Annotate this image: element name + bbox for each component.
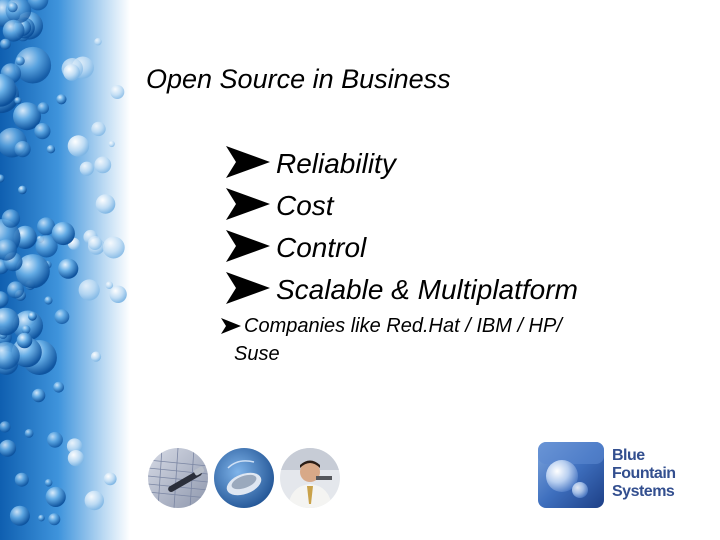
businessman-icon (280, 448, 340, 508)
bubble (0, 174, 5, 183)
bubble (35, 235, 58, 258)
bubble (110, 85, 125, 99)
bubble (15, 254, 50, 289)
bubble (37, 217, 56, 236)
bullet-list: Reliability Cost Control Scalable & Mult… (224, 138, 578, 306)
bubble (108, 140, 115, 148)
bubble-decoration (0, 0, 130, 540)
bubble (0, 239, 17, 261)
bubble (7, 2, 18, 13)
small-arrow-bullet-icon (221, 318, 241, 334)
logo-line-3: Systems (612, 483, 675, 500)
bubble (79, 161, 94, 176)
photo-row (148, 448, 340, 508)
bubble (91, 121, 106, 137)
logo-line-1: Blue (612, 447, 645, 464)
bubble (0, 421, 11, 433)
bubble (0, 439, 17, 457)
bubble (27, 0, 49, 11)
bubble (54, 309, 70, 325)
bubble (53, 381, 64, 393)
bubble (78, 279, 100, 301)
bubble-pattern-icon (0, 0, 130, 540)
bullet-item: Reliability (224, 138, 578, 180)
bubble (46, 145, 56, 154)
bullet-text: Reliability (276, 148, 396, 179)
bubble (34, 123, 51, 140)
bubble (94, 156, 112, 174)
bubble (44, 296, 53, 305)
bullet-item: Control (224, 222, 578, 264)
bullet-text: Control (276, 232, 367, 263)
bubble (14, 46, 52, 84)
spreadsheet-photo (148, 448, 208, 508)
bubble (13, 102, 41, 131)
bubble (24, 429, 34, 438)
company-logo: Blue Fountain Systems (536, 436, 686, 512)
bubble (1, 209, 21, 228)
arrow-bullet-icon (226, 272, 270, 304)
sub-bullet: Companies like Red.Hat / IBM / HP/ Suse (220, 312, 660, 368)
bubble (0, 38, 11, 50)
bubble (51, 221, 75, 246)
bubble (88, 236, 102, 250)
bubble (2, 19, 25, 42)
bubble (37, 102, 49, 114)
bubble (102, 236, 125, 259)
bubble (48, 513, 61, 526)
bubble (0, 307, 20, 336)
bubble (95, 194, 116, 214)
bubble (9, 505, 30, 526)
sub-bullet-text-2: Suse (234, 343, 280, 365)
sub-bullet-line: Companies like Red.Hat / IBM / HP/ (220, 312, 660, 340)
bubble (56, 94, 67, 105)
logo-wordmark: Blue Fountain Systems (612, 447, 676, 501)
arrow-bullet-icon (226, 146, 270, 178)
bubble (44, 479, 53, 487)
bullet-text: Scalable & Multiplatform (276, 274, 578, 305)
bubble (14, 472, 29, 487)
bubble (109, 285, 127, 303)
bubble (84, 490, 105, 511)
bullet-item: Cost (224, 180, 578, 222)
bubble (15, 56, 25, 66)
bubble (47, 431, 63, 448)
blue-fountain-logo-icon (538, 442, 604, 508)
bubble (7, 281, 25, 299)
bubble (66, 438, 83, 454)
bubble (67, 450, 84, 467)
bubble (21, 325, 31, 334)
bubble (94, 38, 102, 46)
bullet-item: Scalable & Multiplatform (224, 264, 578, 306)
arrow-bullet-icon (226, 188, 270, 220)
bubble (14, 97, 22, 105)
bubble (0, 342, 20, 370)
bubble (103, 472, 117, 486)
bubble (28, 311, 37, 321)
mouse-photo (214, 448, 274, 508)
businessman-photo (280, 448, 340, 508)
bubble (90, 351, 102, 362)
arrow-bullet-icon (226, 230, 270, 262)
bubble (67, 135, 90, 157)
bubble (14, 141, 31, 158)
logo-line-2: Fountain (612, 465, 676, 482)
bubble (45, 486, 66, 507)
bubble (38, 514, 45, 522)
bubble (0, 291, 9, 308)
bubble (105, 281, 114, 290)
bullet-text: Cost (276, 190, 334, 221)
bubble (18, 185, 27, 195)
slide-title: Open Source in Business (146, 64, 451, 94)
bubble (63, 64, 80, 81)
computer-mouse-icon (214, 448, 274, 508)
bubble (31, 388, 46, 403)
bubble (0, 73, 17, 107)
sub-bullet-text-1: Companies like Red.Hat / IBM / HP/ (244, 315, 562, 337)
bubble (16, 332, 33, 349)
spreadsheet-pen-icon (148, 448, 208, 508)
bubble (58, 258, 79, 279)
